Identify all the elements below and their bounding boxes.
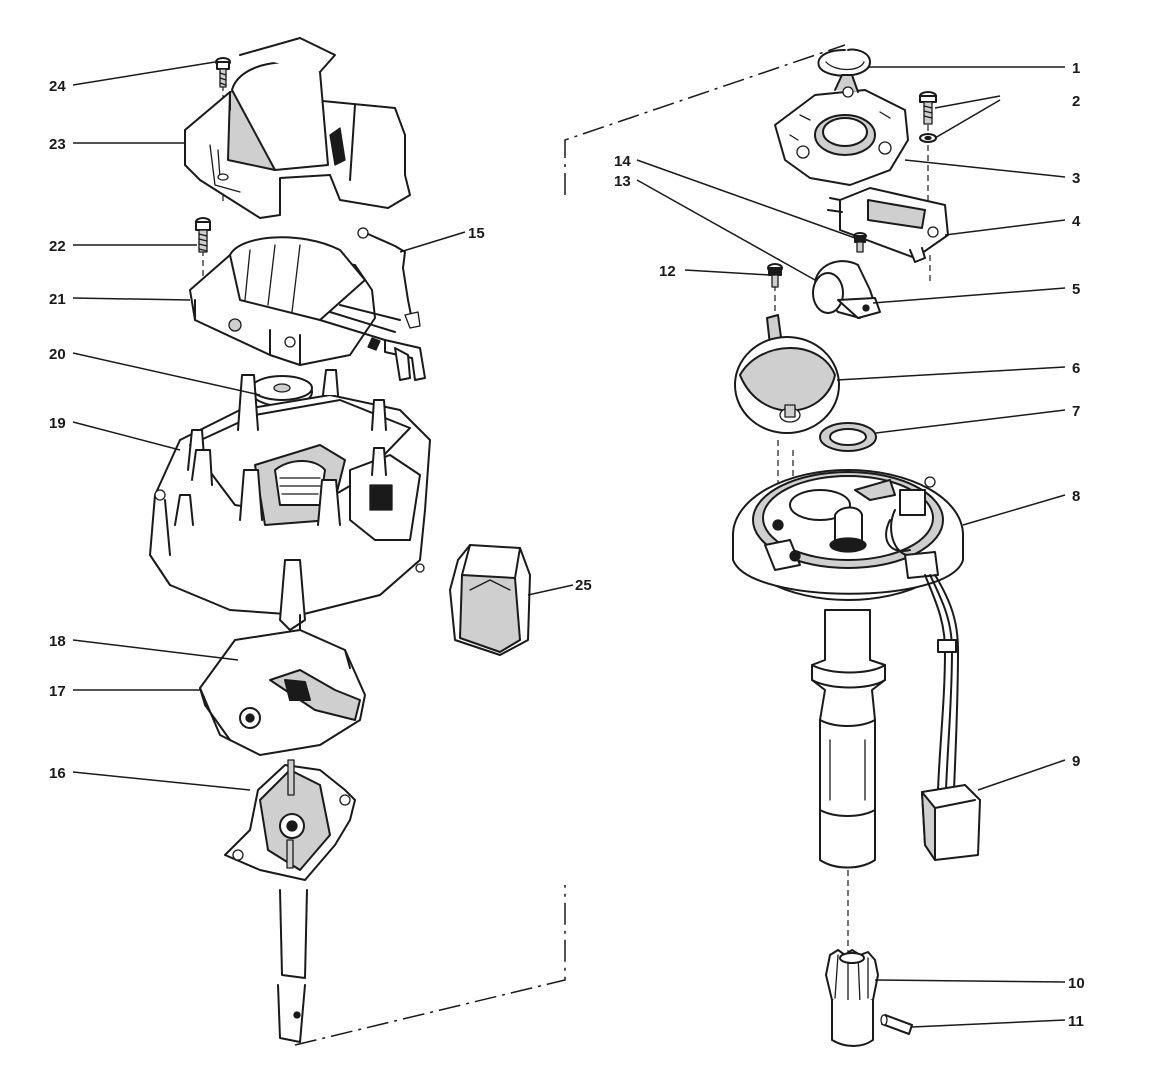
label-2: 2 bbox=[1072, 93, 1080, 110]
label-15: 15 bbox=[468, 225, 485, 242]
label-16: 16 bbox=[49, 765, 66, 782]
part-4-ignition-module bbox=[827, 187, 949, 263]
label-6: 6 bbox=[1072, 360, 1080, 377]
part-15-ground-wire bbox=[357, 227, 421, 329]
label-17: 17 bbox=[49, 683, 66, 700]
label-8: 8 bbox=[1072, 488, 1080, 505]
coil-terminal-connectors bbox=[367, 337, 426, 381]
label-18: 18 bbox=[49, 633, 66, 650]
label-20: 20 bbox=[49, 346, 66, 363]
part-14-screw bbox=[853, 232, 867, 253]
part-16-shaft-assembly bbox=[224, 759, 356, 1043]
label-1: 1 bbox=[1072, 60, 1080, 77]
label-25: 25 bbox=[575, 577, 592, 594]
part-13-pickup-unit bbox=[812, 260, 881, 319]
part-number-labels: 24 23 22 21 20 19 18 17 16 15 25 14 13 1… bbox=[49, 60, 1085, 1030]
part-20-seal bbox=[251, 375, 313, 407]
label-7: 7 bbox=[1072, 403, 1080, 420]
label-19: 19 bbox=[49, 415, 66, 432]
part-22-screw bbox=[195, 217, 211, 253]
label-5: 5 bbox=[1072, 281, 1080, 298]
label-9: 9 bbox=[1072, 753, 1080, 770]
label-10: 10 bbox=[1068, 975, 1085, 992]
part-17-rotor bbox=[199, 629, 366, 756]
part-2-screw-and-washer bbox=[919, 91, 937, 143]
part-8-distributor-housing bbox=[732, 469, 964, 601]
part-10-drive-gear bbox=[825, 949, 879, 1047]
part-3-pole-piece bbox=[774, 74, 909, 186]
label-23: 23 bbox=[49, 136, 66, 153]
label-24: 24 bbox=[49, 78, 66, 95]
part-7-o-ring bbox=[819, 422, 877, 452]
label-13: 13 bbox=[614, 173, 631, 190]
part-21-ignition-coil bbox=[189, 236, 401, 366]
label-14: 14 bbox=[614, 153, 631, 170]
distributor-shaft bbox=[811, 609, 886, 869]
label-22: 22 bbox=[49, 238, 66, 255]
label-21: 21 bbox=[49, 291, 66, 308]
label-11: 11 bbox=[1068, 1013, 1084, 1030]
part-19-distributor-cap bbox=[149, 369, 431, 636]
label-12: 12 bbox=[659, 263, 676, 280]
part-12-screw bbox=[767, 263, 783, 288]
part-1-snap-ring bbox=[817, 48, 871, 77]
part-6-diaphragm-cup bbox=[734, 314, 840, 434]
part-11-roll-pin bbox=[880, 1014, 913, 1035]
label-3: 3 bbox=[1072, 170, 1080, 187]
part-9-connector bbox=[921, 784, 981, 861]
leader-lines bbox=[72, 61, 1066, 1028]
part-24-screw bbox=[215, 57, 231, 88]
part-23-coil-cover bbox=[184, 37, 411, 219]
label-4: 4 bbox=[1072, 213, 1081, 230]
part-25-module bbox=[449, 544, 531, 656]
wiring-harness bbox=[924, 574, 959, 791]
